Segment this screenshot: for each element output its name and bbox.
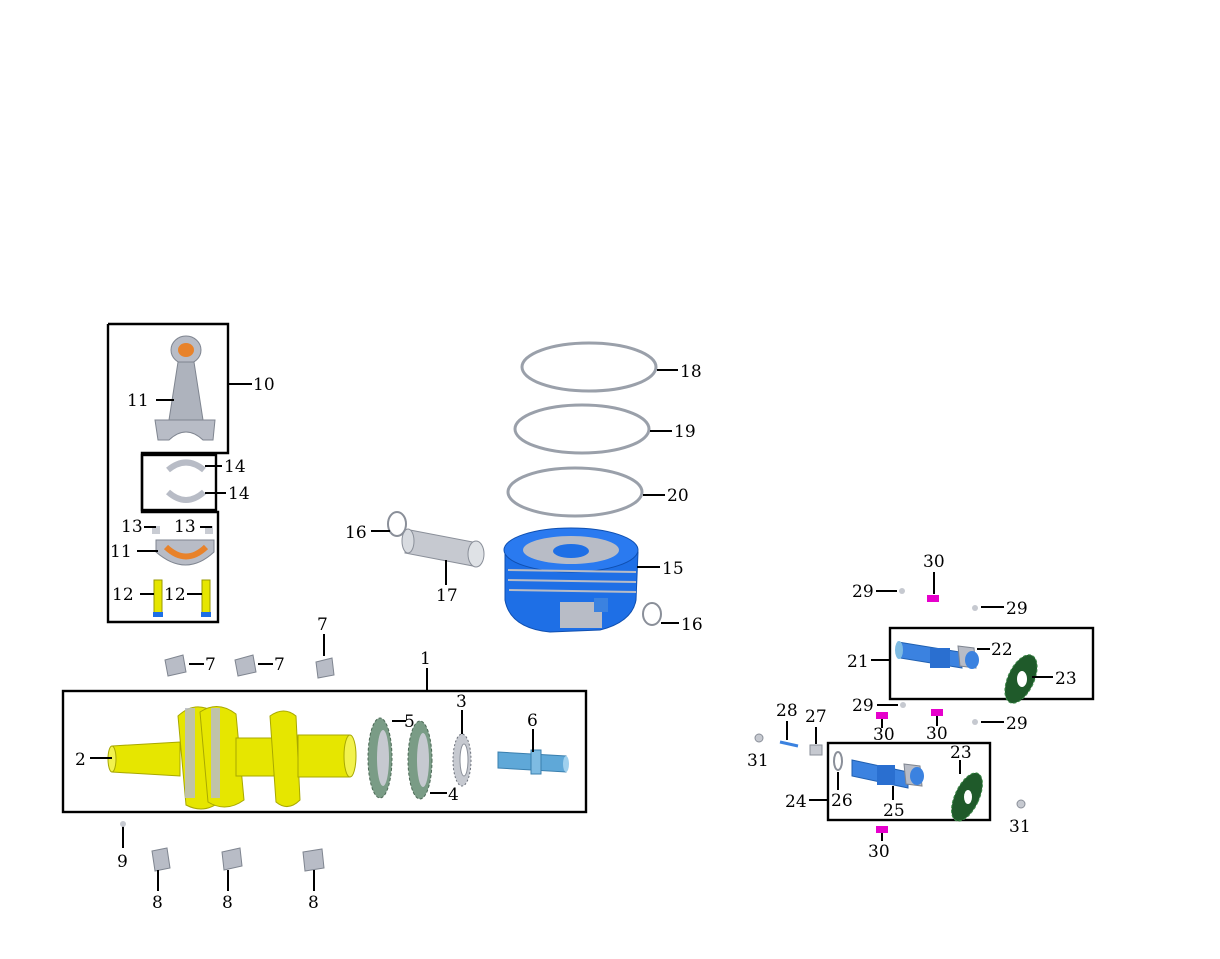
bolt-head-image <box>931 709 943 716</box>
bearing-shell-pair-image <box>166 459 206 503</box>
callout-8: 8 <box>222 893 233 913</box>
bolt-head-image <box>927 595 939 602</box>
callout-26: 26 <box>831 791 853 811</box>
bolt-head-image <box>876 826 888 833</box>
callout-29: 29 <box>852 582 874 602</box>
callout-13: 13 <box>174 517 196 537</box>
callout-19: 19 <box>674 422 696 442</box>
callout-24: 24 <box>785 792 807 812</box>
balancer-assembly: 30 29 29 21 22 23 29 <box>747 552 1095 862</box>
callout-22: 22 <box>991 640 1013 660</box>
connecting-rod-assembly: 10 11 14 14 13 13 11 12 12 <box>106 322 275 624</box>
callout-31: 31 <box>747 751 769 771</box>
callout-7: 7 <box>274 655 285 675</box>
callout-30: 30 <box>926 724 948 744</box>
callout-4: 4 <box>448 785 459 805</box>
callout-2: 2 <box>75 750 86 770</box>
callout-29: 29 <box>852 696 874 716</box>
callout-13: 13 <box>121 517 143 537</box>
callout-7: 7 <box>205 655 216 675</box>
main-bearing-shells-lower: 9 8 8 8 <box>117 821 325 913</box>
main-bearing-shells-upper: 7 7 7 <box>164 615 335 679</box>
shaft-image <box>497 749 569 775</box>
callout-8: 8 <box>152 893 163 913</box>
callout-29: 29 <box>1006 714 1028 734</box>
balancer-shaft-image <box>851 759 924 789</box>
callout-30: 30 <box>868 842 890 862</box>
circlip-image <box>642 602 662 626</box>
callout-16: 16 <box>681 615 703 635</box>
callout-1: 1 <box>420 649 431 669</box>
callout-28: 28 <box>776 701 798 721</box>
piston-ring-20-image <box>506 466 644 518</box>
callout-30: 30 <box>923 552 945 572</box>
callout-12: 12 <box>112 585 134 605</box>
callout-21: 21 <box>847 652 869 672</box>
callout-15: 15 <box>662 559 684 579</box>
ball-bearing-image <box>452 733 472 787</box>
callout-27: 27 <box>805 707 827 727</box>
callout-6: 6 <box>527 711 538 731</box>
callout-14: 14 <box>224 457 246 477</box>
balancer-gear-image <box>951 772 983 822</box>
pin-image <box>779 740 799 748</box>
callout-25: 25 <box>883 801 905 821</box>
callout-16: 16 <box>345 523 367 543</box>
washer-image <box>833 751 843 771</box>
callout-7: 7 <box>317 615 328 635</box>
crankshaft-assembly: 1 2 5 4 <box>61 649 588 814</box>
piston-ring-18-image <box>520 341 658 393</box>
callout-11: 11 <box>110 542 132 562</box>
balancer-gear-image <box>1004 654 1038 704</box>
callout-10: 10 <box>253 375 275 395</box>
callout-23: 23 <box>950 743 972 763</box>
rod-bolts-image <box>153 579 211 617</box>
callout-8: 8 <box>308 893 319 913</box>
piston-pin-image <box>401 528 485 568</box>
piston-assembly: 18 19 20 15 17 16 16 <box>345 341 703 635</box>
bolt-head-image <box>876 712 888 719</box>
gear-4-image <box>407 720 433 800</box>
callout-3: 3 <box>456 692 467 712</box>
spacer-image <box>809 744 823 756</box>
callout-12: 12 <box>164 585 186 605</box>
callout-9: 9 <box>117 852 128 872</box>
piston-image <box>503 527 639 633</box>
connecting-rod-image <box>154 335 216 441</box>
callout-17: 17 <box>436 586 458 606</box>
gear-5-image <box>367 717 393 799</box>
callout-29: 29 <box>1006 599 1028 619</box>
callout-14: 14 <box>228 484 250 504</box>
rod-cap-image <box>152 526 215 566</box>
callout-23: 23 <box>1055 669 1077 689</box>
callout-20: 20 <box>667 486 689 506</box>
callout-31: 31 <box>1009 817 1031 837</box>
callout-18: 18 <box>680 362 702 382</box>
callout-30: 30 <box>873 725 895 745</box>
crankshaft-image <box>107 706 357 810</box>
piston-ring-19-image <box>513 403 651 455</box>
callout-5: 5 <box>404 712 415 732</box>
circlip-image <box>387 511 407 537</box>
callout-11: 11 <box>127 391 149 411</box>
balancer-shaft-image <box>895 641 979 669</box>
